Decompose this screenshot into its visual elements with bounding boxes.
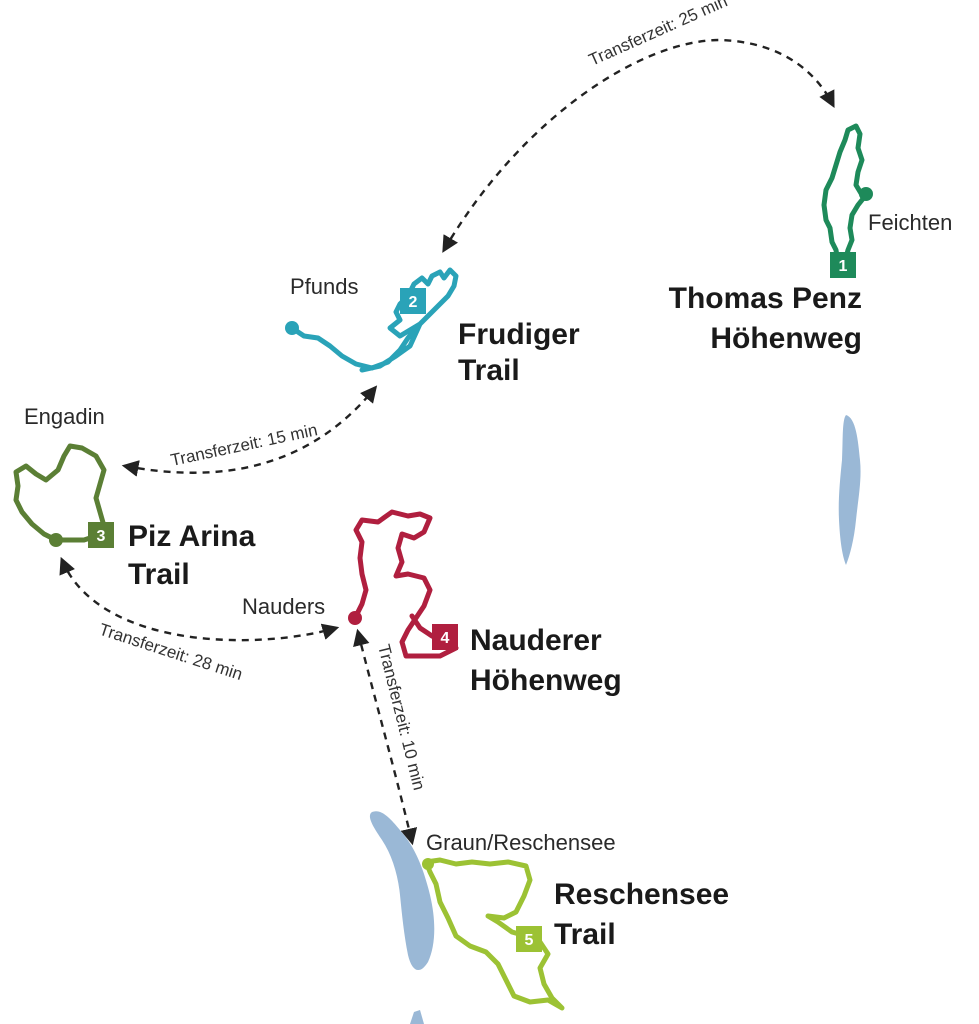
trail-3-badge [88, 522, 114, 548]
lake-reschensee [369, 811, 435, 971]
trail-2-number: 2 [409, 294, 418, 311]
transfer-label-15: Transferzeit: 15 min [169, 420, 319, 470]
trail-1-title-line2: Höhenweg [710, 322, 862, 355]
trail-1-route [821, 123, 869, 265]
trail-3-title-line1: Piz Arina [128, 520, 256, 553]
place-graun-reschensee: Graun/Reschensee [426, 830, 616, 855]
trail-2-frudiger: 2 Pfunds Frudiger Trail [285, 267, 580, 387]
trail-2-route [289, 267, 459, 373]
place-engadin: Engadin [24, 404, 105, 429]
lake-fragment [410, 1010, 424, 1024]
trail-2-badge [400, 288, 426, 314]
trail-3-number: 3 [97, 528, 106, 545]
trail-5-badge [516, 926, 542, 952]
lake-haider-see [838, 415, 861, 565]
place-pfunds: Pfunds [290, 274, 359, 299]
trail-4-route [352, 509, 459, 659]
trail-3-piz-arina: 3 Engadin Piz Arina Trail [13, 404, 256, 591]
transfer-arrow-10 [353, 628, 418, 846]
trail-2-start-dot [285, 321, 299, 335]
trail-3-title-line2: Trail [128, 558, 190, 591]
transfer-arrow-15 [121, 385, 378, 477]
trail-3-start-dot [49, 533, 63, 547]
trail-1-thomas-penz: 1 Feichten Thomas Penz Höhenweg [669, 123, 952, 355]
trail-5-title-line2: Trail [554, 918, 616, 951]
trail-4-title-line2: Höhenweg [470, 664, 622, 697]
trail-4-badge [432, 624, 458, 650]
trail-1-badge [830, 252, 856, 278]
trail-5-start-dot [422, 858, 434, 870]
trail-5-reschensee: 5 Graun/Reschensee Reschensee Trail [422, 830, 729, 1011]
transfer-label-28: Transferzeit: 28 min [97, 620, 245, 684]
trail-5-number: 5 [525, 932, 534, 949]
transfer-arrow-25 [442, 38, 835, 253]
trail-2-title-line1: Frudiger [458, 318, 580, 351]
trail-1-title-line1: Thomas Penz [669, 282, 862, 315]
trail-5-title-line1: Reschensee [554, 878, 729, 911]
trail-4-number: 4 [441, 630, 450, 647]
trail-2-title-line2: Trail [458, 354, 520, 387]
trail-1-number: 1 [839, 258, 848, 275]
trail-4-title-line1: Nauderer [470, 624, 602, 657]
trail-5-route [423, 857, 565, 1011]
place-feichten: Feichten [868, 210, 952, 235]
trail-4-nauderer: 4 Nauders Nauderer Höhenweg [242, 509, 622, 697]
trail-1-start-dot [859, 187, 873, 201]
transfer-label-25: Transferzeit: 25 min [586, 0, 730, 70]
place-nauders: Nauders [242, 594, 325, 619]
trail-4-start-dot [348, 611, 362, 625]
transfer-label-10: Transferzeit: 10 min [374, 642, 429, 792]
